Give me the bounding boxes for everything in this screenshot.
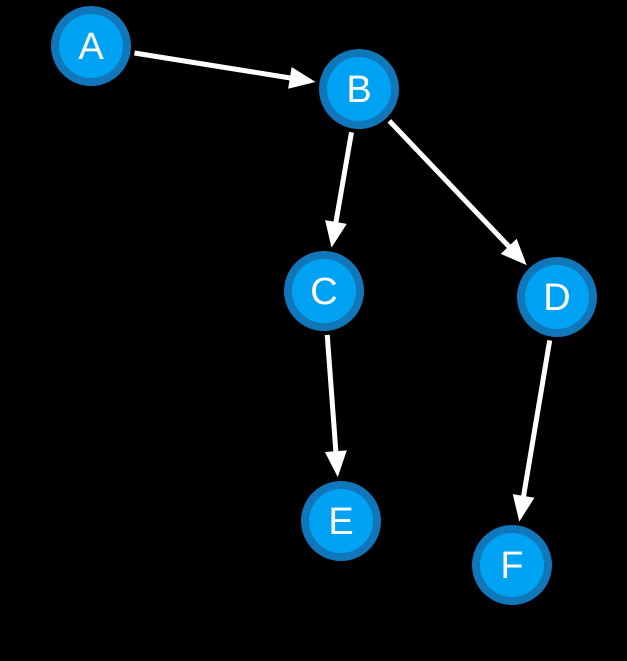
node-core — [525, 265, 589, 329]
edge-arrowhead-icon — [325, 220, 347, 248]
graph-node-c[interactable]: C — [284, 251, 364, 331]
node-label: B — [346, 69, 371, 111]
edge-line — [387, 119, 512, 250]
node-label: D — [543, 277, 570, 319]
edge-arrowhead-icon — [500, 238, 527, 266]
graph-edge-b-d[interactable] — [387, 119, 527, 266]
graph-node-e[interactable]: E — [301, 481, 381, 561]
node-layer: A B C D E F — [51, 6, 597, 605]
node-label: C — [310, 271, 337, 313]
graph-edge-b-c[interactable] — [325, 131, 354, 248]
edge-layer — [134, 50, 553, 522]
graph-node-b[interactable]: B — [319, 49, 399, 129]
node-label: F — [500, 545, 523, 587]
edge-line — [333, 131, 354, 225]
graph-node-f[interactable]: F — [472, 525, 552, 605]
edge-line — [520, 339, 553, 499]
node-core — [292, 259, 356, 323]
edge-line — [134, 50, 293, 81]
edge-line — [324, 334, 339, 454]
graph-edge-c-e[interactable] — [324, 334, 347, 478]
node-label: E — [328, 501, 353, 543]
graph-node-a[interactable]: A — [51, 6, 131, 86]
edge-arrowhead-icon — [288, 67, 316, 89]
graph-node-d[interactable]: D — [517, 257, 597, 337]
edge-arrowhead-icon — [512, 494, 535, 522]
node-core — [59, 14, 123, 78]
edge-arrowhead-icon — [324, 450, 347, 478]
graph-edge-d-f[interactable] — [512, 339, 553, 522]
graph-edge-a-b[interactable] — [134, 50, 316, 89]
node-core — [309, 489, 373, 553]
node-core — [327, 57, 391, 121]
node-label: A — [78, 26, 104, 68]
node-core — [480, 533, 544, 597]
